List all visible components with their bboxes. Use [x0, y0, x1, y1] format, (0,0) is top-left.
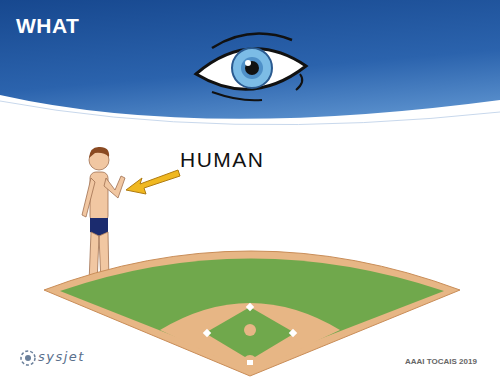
second-base	[246, 303, 254, 311]
figure-label: HUMAN	[180, 148, 265, 172]
field-border	[44, 251, 460, 376]
slide-title: WHAT	[16, 14, 79, 38]
footer-text: AAAI TOCAIS 2019	[405, 357, 477, 366]
human-arm-waving	[104, 176, 125, 198]
eye-iris	[232, 48, 272, 88]
eye-illustration	[196, 34, 306, 101]
logo-icon	[21, 351, 35, 365]
pitcher-mound	[244, 324, 256, 336]
human-arm	[82, 178, 95, 217]
pointer-arrow	[126, 170, 180, 194]
eye-highlight	[245, 60, 251, 66]
infield-dirt	[160, 303, 340, 372]
outfield-grass	[60, 259, 444, 367]
home-plate-area	[243, 355, 257, 369]
eye-brow	[212, 34, 292, 48]
header-swoosh	[0, 95, 500, 145]
human-figure	[82, 147, 125, 283]
baseball-field	[44, 251, 460, 376]
swoosh-line	[0, 101, 500, 125]
human-hair	[89, 147, 109, 158]
eye-outline	[196, 49, 306, 89]
third-base	[203, 329, 211, 337]
infield-grass	[205, 307, 295, 360]
logo-text: sysjet	[38, 349, 85, 364]
eye-iris-inner	[241, 57, 263, 79]
eye-lash	[212, 74, 302, 100]
first-base	[289, 329, 297, 337]
eye-pupil	[245, 61, 259, 75]
home-plate	[247, 360, 253, 365]
